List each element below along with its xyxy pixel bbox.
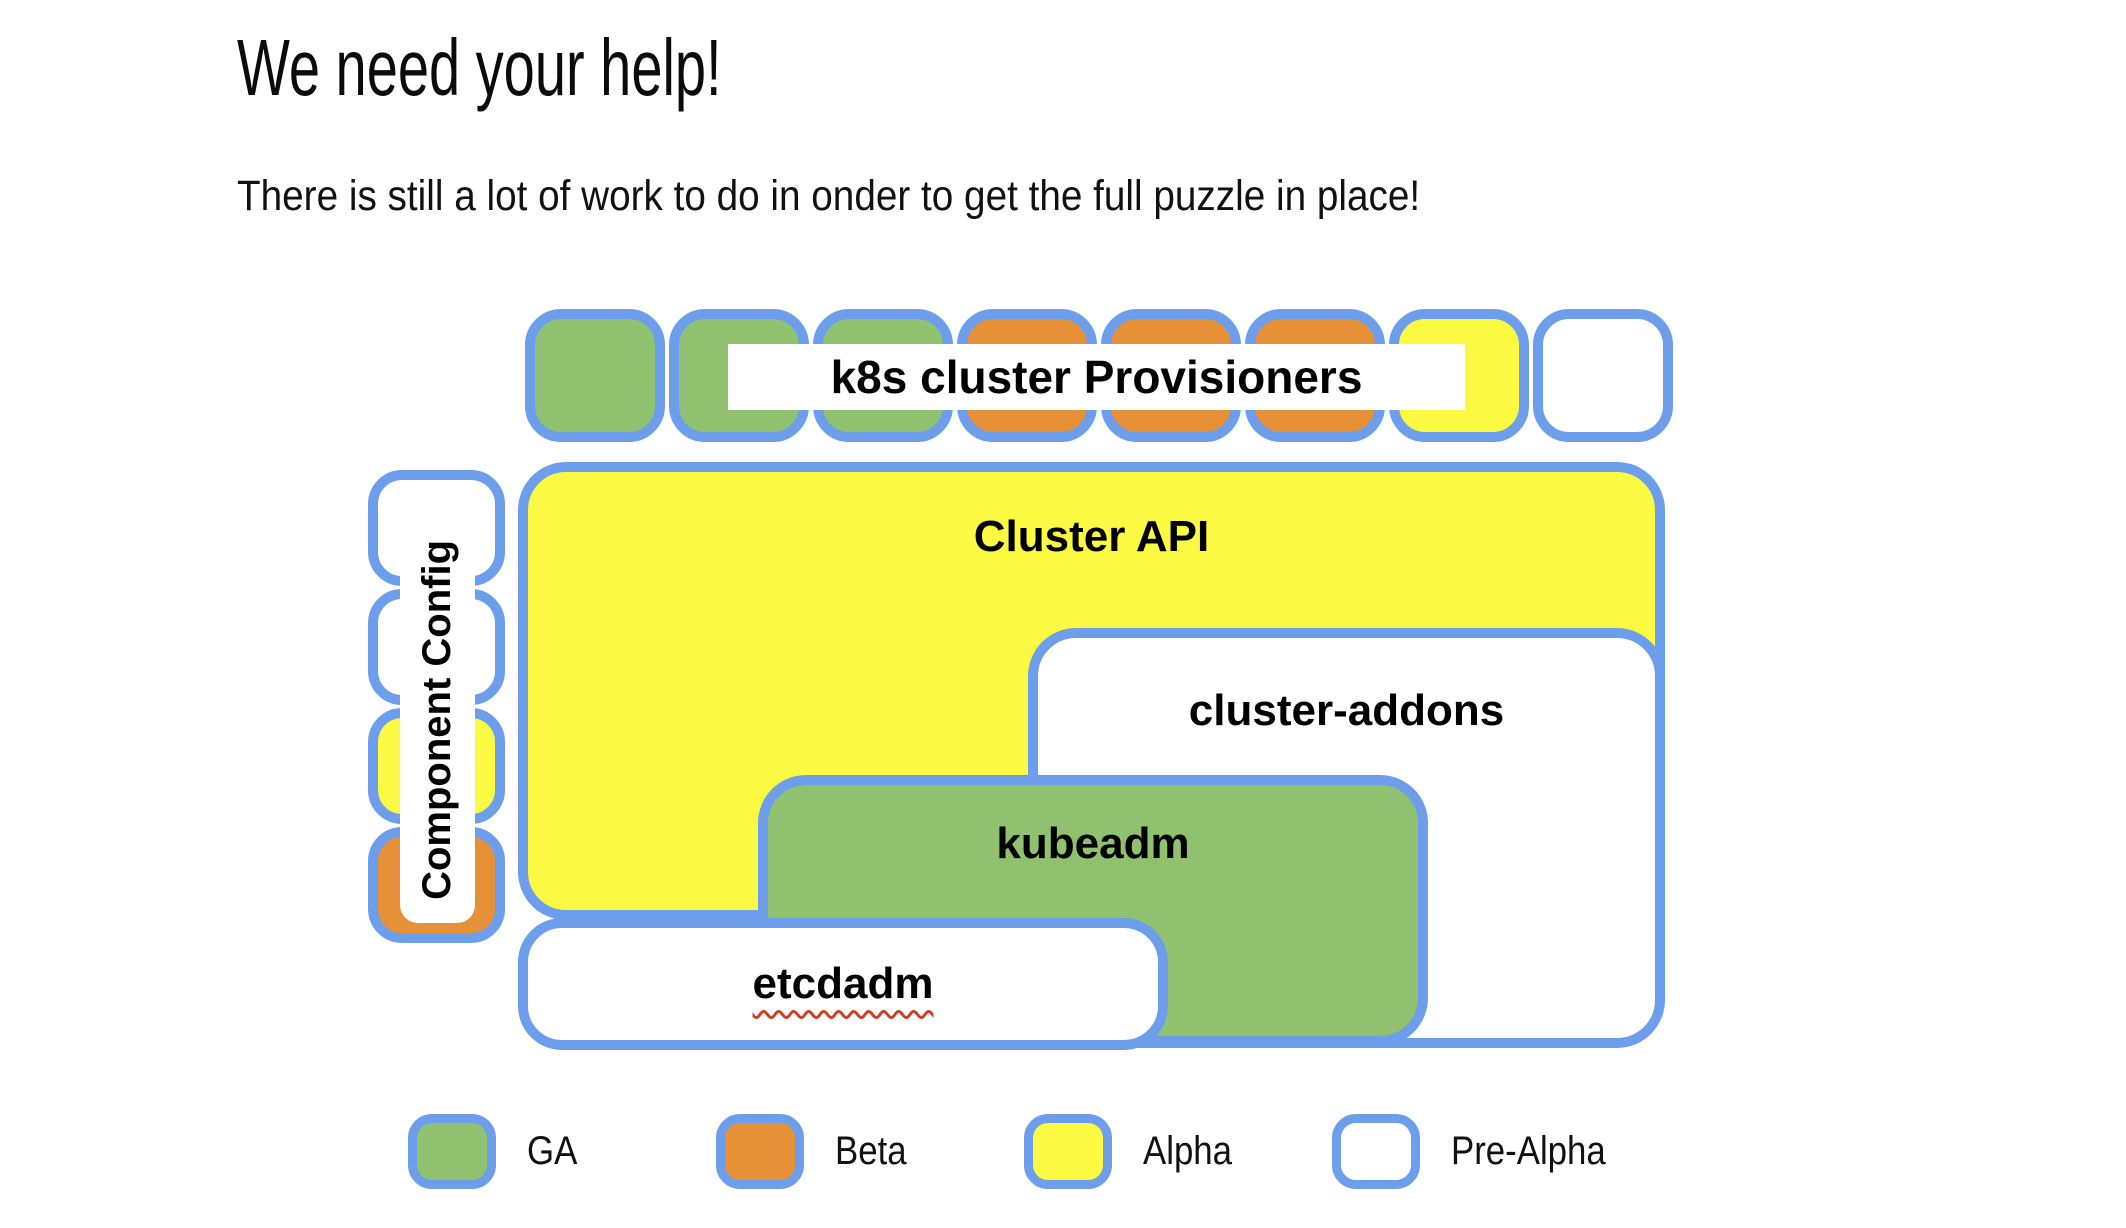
etcdadm-label: etcdadm xyxy=(752,959,934,1008)
component-config-label: Component Config xyxy=(400,517,475,923)
legend-label-ga: GA xyxy=(527,1129,578,1173)
component-config-label-text: Component Config xyxy=(415,540,459,900)
provisioner-square-pre_alpha xyxy=(1533,309,1673,442)
provisioner-square-ga xyxy=(525,309,665,442)
page-subtitle: There is still a lot of work to do in on… xyxy=(237,172,1421,220)
page-title: We need your help! xyxy=(237,23,722,112)
legend-item-ga: GA xyxy=(408,1114,585,1189)
legend-label-pre_alpha: Pre-Alpha xyxy=(1451,1129,1606,1173)
legend-label-beta: Beta xyxy=(835,1129,907,1173)
legend-swatch-beta xyxy=(716,1114,804,1189)
legend-swatch-ga xyxy=(408,1114,496,1189)
legend-swatch-pre_alpha xyxy=(1332,1114,1420,1189)
cluster-api-label: Cluster API xyxy=(973,512,1210,561)
legend-label-alpha: Alpha xyxy=(1143,1129,1233,1173)
provisioners-label: k8s cluster Provisioners xyxy=(728,344,1465,410)
cluster-addons-label: cluster-addons xyxy=(1188,686,1505,735)
legend-item-alpha: Alpha xyxy=(1024,1114,1245,1189)
etcdadm-box: etcdadm xyxy=(518,918,1168,1050)
kubeadm-label: kubeadm xyxy=(996,819,1190,868)
legend-swatch-alpha xyxy=(1024,1114,1112,1189)
legend-item-pre_alpha: Pre-Alpha xyxy=(1332,1114,1629,1189)
legend-item-beta: Beta xyxy=(716,1114,917,1189)
provisioners-label-text: k8s cluster Provisioners xyxy=(830,351,1363,403)
